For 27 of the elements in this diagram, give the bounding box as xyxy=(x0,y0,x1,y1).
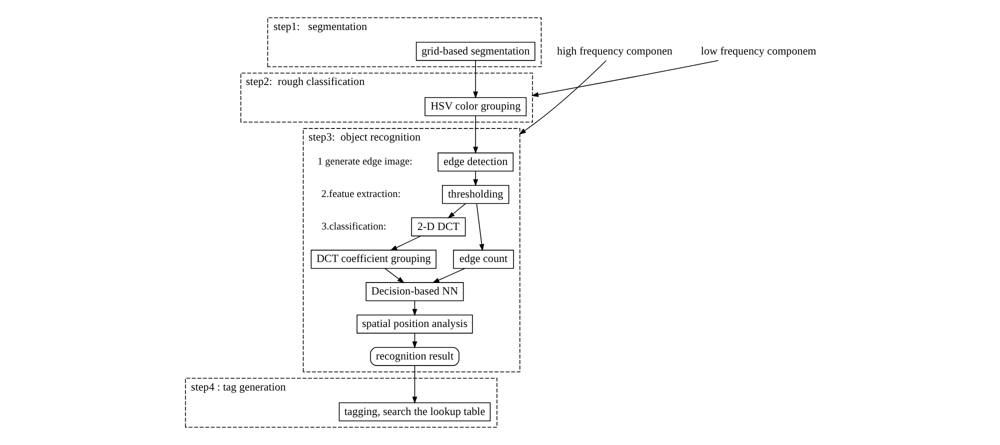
arrow xyxy=(447,203,466,218)
label: 1 generate edge image: xyxy=(316,156,412,168)
arrow xyxy=(432,268,465,284)
node-box: spatial position analysis xyxy=(356,314,472,334)
node-box: thresholding xyxy=(442,184,509,204)
arrow xyxy=(412,365,417,404)
node-box: edge count xyxy=(452,250,514,269)
node-box: HSV color grouping xyxy=(424,97,526,116)
label: 3.classification: xyxy=(321,222,386,233)
node-box: grid-based segmentation xyxy=(415,42,535,61)
arrow xyxy=(472,115,478,154)
arrow xyxy=(530,60,718,98)
arrow xyxy=(472,60,478,99)
arrow xyxy=(472,170,478,186)
node-box: edge detection xyxy=(437,152,514,172)
arrow xyxy=(518,60,606,135)
arrow xyxy=(390,236,421,251)
arrow xyxy=(476,203,484,252)
node-box: 2-D DCT xyxy=(410,217,466,236)
node-box: recognition result xyxy=(370,347,459,366)
node-text: high frequency componen xyxy=(556,45,672,58)
arrow xyxy=(384,268,404,284)
node-box: DCT coefficient grouping xyxy=(310,250,436,269)
node-box: tagging, search the lookup table xyxy=(338,402,490,422)
node-text: low frequency componem xyxy=(700,45,816,58)
label: 2.featue extraction: xyxy=(320,189,400,200)
node-box: Decision-based NN xyxy=(365,282,464,302)
